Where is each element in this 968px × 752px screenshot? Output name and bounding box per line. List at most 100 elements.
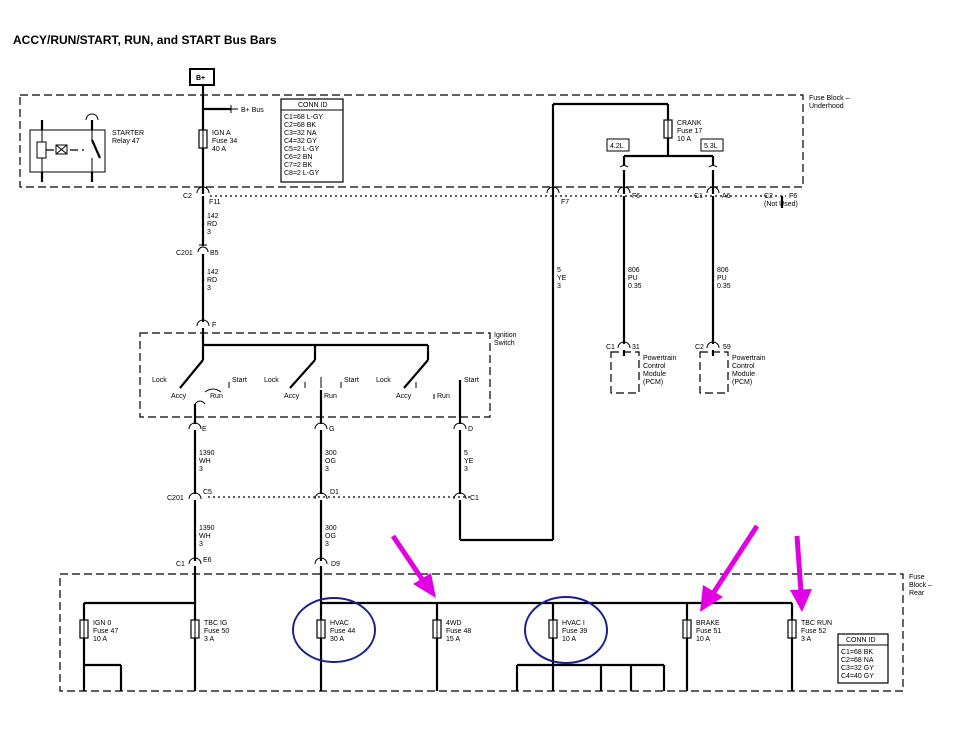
pcm-2-label: Module (732, 371, 755, 378)
ign-a-fuse-name: IGN A (212, 130, 231, 137)
ignition-switch-label: Switch (494, 340, 515, 347)
connector-c1b: C1 (470, 495, 479, 502)
ign-a-fuse-number: Fuse 34 (212, 138, 237, 145)
switch-run-label: Run (324, 393, 337, 400)
switch-run-label: Run (210, 393, 223, 400)
connector-a6: A6 (722, 193, 731, 200)
connector-c201: C201 (176, 250, 193, 257)
pcm-2-label: (PCM) (732, 379, 752, 386)
connector-f6: F6 (632, 193, 640, 200)
wire-label: WH (199, 533, 211, 540)
connector-pcm-c1: C1 (606, 344, 615, 351)
wire-label: PU (717, 275, 727, 282)
top-conn-id-row: C5=2 L-GY (284, 146, 320, 153)
pcm-2-label: Powertrain (732, 355, 766, 362)
fuse-4wd-label: Fuse 48 (446, 628, 471, 635)
top-conn-id-row: C1=68 L-GY (284, 114, 323, 121)
wire-label: 1390 (199, 525, 215, 532)
rear-conn-id-row: C3=32 GY (841, 665, 874, 672)
engine-5-3l-label: 5.3L (704, 143, 718, 150)
connector-pcm-59: 59 (723, 344, 731, 351)
fuse-ign0-label: Fuse 47 (93, 628, 118, 635)
underhood-fuse-block-outline (19, 94, 804, 188)
wire-label: 3 (325, 466, 329, 473)
switch-start-label: Start (344, 377, 359, 384)
pcm-1-label: Powertrain (643, 355, 677, 362)
rear-conn-id-row: C4=40 GY (841, 673, 874, 680)
wire-label: RD (207, 221, 217, 228)
switch-lever-3 (403, 359, 429, 389)
switch-lock-label: Lock (376, 377, 391, 384)
wire-label: YE (464, 458, 474, 465)
wire-label: 0.35 (628, 283, 642, 290)
rear-block-label: Fuse (909, 574, 925, 581)
fuse-tbc-ig-label: TBC IG (204, 620, 227, 627)
switch-lock-label: Lock (152, 377, 167, 384)
underhood-block-label-1: Fuse Block – (809, 95, 850, 102)
connector-pcm-c2: C2 (695, 344, 704, 351)
wire-label: RD (207, 277, 217, 284)
wire-label: WH (199, 458, 211, 465)
rear-fuse-block-outline (59, 573, 904, 692)
fuse-hvac-label: 30 A (330, 636, 344, 643)
fuse-hvac-i-label: HVAC I (562, 620, 585, 627)
connector-f11: F11 (209, 199, 221, 206)
rear-conn-id-title: CONN ID (846, 637, 876, 644)
fuse-ign0-label: IGN 0 (93, 620, 111, 627)
pcm-1-label: Module (643, 371, 666, 378)
wire-label: 5 (557, 267, 561, 274)
fuse-brake-label: Fuse 51 (696, 628, 721, 635)
connector-f6b: F6 (789, 193, 797, 200)
wire-label: 5 (464, 450, 468, 457)
engine-4-2l-box (606, 138, 630, 152)
wire-label: 142 (207, 213, 219, 220)
wire-label: 300 (325, 525, 337, 532)
fuse-tbc-run-label: TBC RUN (801, 620, 832, 627)
top-conn-id-table (280, 98, 344, 183)
wire-label: 3 (207, 285, 211, 292)
starter-relay-number: Relay 47 (112, 138, 140, 145)
switch-run-label: Run (437, 393, 450, 400)
connector-c2: C2 (183, 193, 192, 200)
hvac-i-highlight-circle (524, 596, 608, 664)
switch-start-label: Start (232, 377, 247, 384)
switch-accy-label: Accy (284, 393, 300, 400)
connector-f: F (212, 322, 216, 329)
top-conn-id-row: C2=68 BK (284, 122, 316, 129)
rear-conn-id-table (837, 633, 889, 684)
switch-lock-label: Lock (264, 377, 279, 384)
fuse-tbc-run-label: Fuse 52 (801, 628, 826, 635)
rear-conn-id-row: C2=68 NA (841, 657, 874, 664)
connector-d: D (468, 426, 473, 433)
fuse-ign0-label: 10 A (93, 636, 107, 643)
top-conn-id-row: C3=32 NA (284, 130, 317, 137)
top-conn-id-row: C8=2 L-GY (284, 170, 320, 177)
connector-d1: D1 (330, 489, 339, 496)
connector-c1c: C1 (176, 561, 185, 568)
switch-lever-2 (289, 359, 316, 389)
fuse-hvac-i-label: 10 A (562, 636, 576, 643)
crank-fuse-number: Fuse 17 (677, 128, 702, 135)
wire-label: 3 (199, 466, 203, 473)
engine-4-2l-label: 4.2L (610, 143, 624, 150)
fuse-hvac-label: Fuse 44 (330, 628, 355, 635)
connector-e6: E6 (203, 557, 212, 564)
pcm-2-box (699, 351, 729, 394)
b-plus-label: B+ (196, 75, 205, 82)
ignition-switch-outline (139, 332, 491, 418)
fuse-4wd-label: 4WD (446, 620, 462, 627)
switch-accy-label: Accy (396, 393, 412, 400)
diagram-title: ACCY/RUN/START, RUN, and START Bus Bars (13, 33, 277, 47)
starter-relay-name: STARTER (112, 130, 144, 137)
pcm-1-box (610, 351, 640, 394)
fuse-brake-label: BRAKE (696, 620, 720, 627)
top-conn-id-row: C7=2 BK (284, 162, 313, 169)
wire-label: OG (325, 533, 336, 540)
wire-label: 3 (207, 229, 211, 236)
wire-label: OG (325, 458, 336, 465)
switch-start-label: Start (464, 377, 479, 384)
wire-label: YE (557, 275, 567, 282)
wire-label: 1390 (199, 450, 215, 457)
rear-conn-id-row: C1=68 BK (841, 649, 873, 656)
